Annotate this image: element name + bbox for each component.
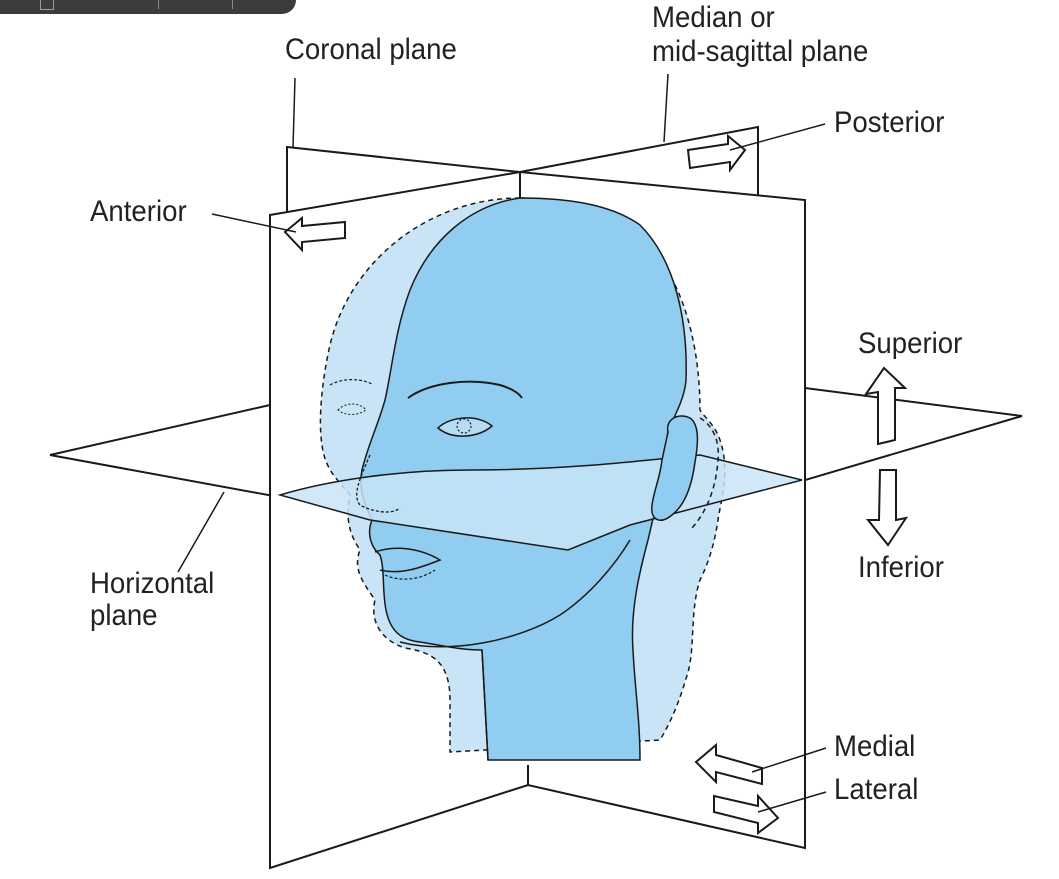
medial-label: Medial (834, 730, 916, 763)
horizontal-leader-line (177, 491, 225, 573)
median-leader-line (663, 73, 669, 143)
anterior-leader-line (211, 213, 297, 233)
median-plane-label-line1: Median or (652, 1, 775, 34)
inferior-arrow-icon (865, 469, 909, 547)
mouth (374, 547, 442, 573)
inferior-label: Inferior (858, 551, 944, 584)
coronal-leader-line (292, 77, 296, 149)
medial-arrow-icon (694, 742, 763, 786)
posterior-leader-line (729, 123, 826, 151)
viewer-toolbar (0, 0, 296, 14)
horizontal-plane-label-line1: Horizontal (90, 567, 215, 600)
lateral-leader-line (757, 791, 827, 813)
superior-arrow-icon (863, 366, 908, 446)
medial-leader-line (751, 747, 827, 773)
right-eyebrow (407, 380, 523, 399)
right-iris (456, 418, 472, 434)
horizontal-plane-label-line2: plane (90, 599, 158, 632)
lower-lip (384, 569, 436, 580)
jaw-contour (399, 539, 631, 648)
posterior-label: Posterior (834, 106, 945, 139)
toolbar-separator (158, 0, 159, 9)
toolbar-button[interactable] (40, 0, 54, 10)
left-eye-faded (337, 403, 367, 415)
neck-contour (481, 649, 489, 761)
toolbar-separator (232, 0, 233, 9)
coronal-plane-label: Coronal plane (285, 33, 457, 66)
anterior-label: Anterior (90, 195, 187, 228)
left-eyebrow-faded (329, 379, 373, 386)
posterior-arrow-icon (686, 133, 747, 173)
lateral-label: Lateral (834, 773, 919, 806)
right-eye (436, 417, 494, 437)
lateral-arrow-icon (713, 793, 780, 835)
superior-label: Superior (858, 327, 963, 360)
ear (651, 415, 699, 521)
anterior-arrow-icon (283, 215, 346, 253)
median-plane-label-line2: mid-sagittal plane (652, 35, 869, 68)
ear-back (689, 417, 720, 531)
